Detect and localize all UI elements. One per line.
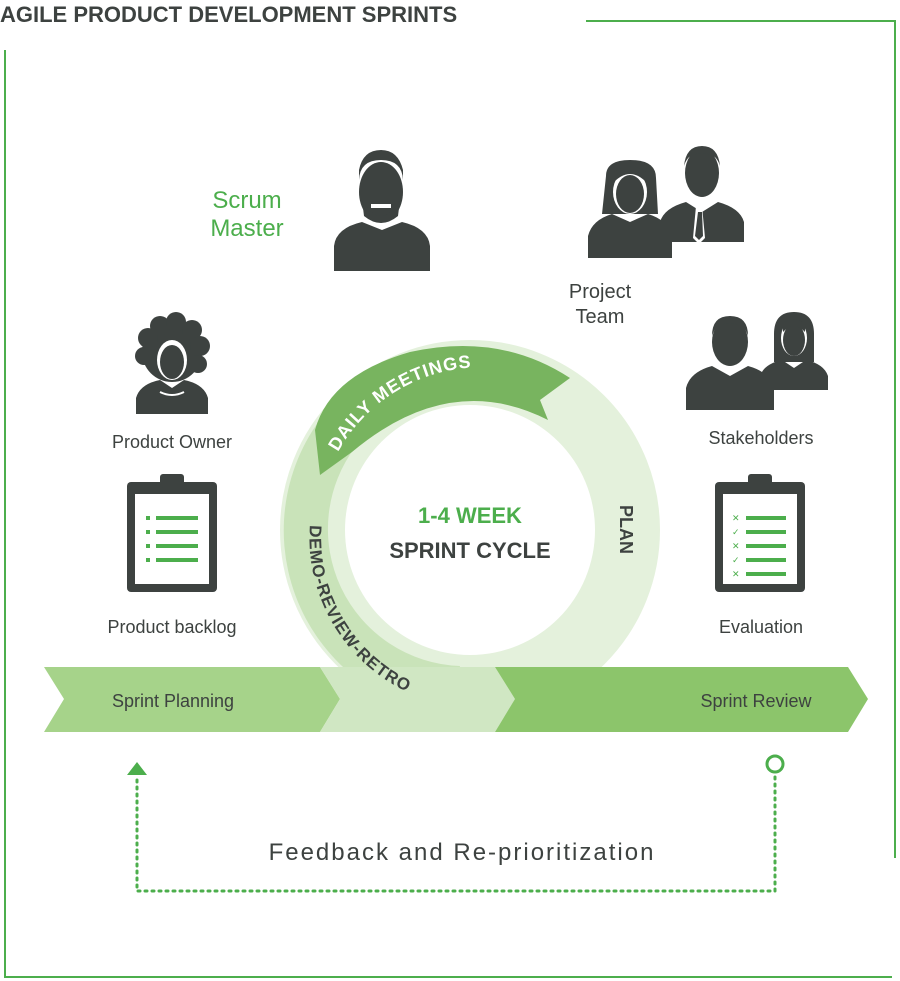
feedback-label: Feedback and Re-prioritization — [269, 839, 656, 866]
product-owner-label: Product Owner — [112, 432, 232, 452]
clipboard-checklist-icon: ✕ ✓ ✕ ✓ ✕ — [715, 474, 805, 592]
man-icon — [686, 316, 774, 410]
frame-border — [4, 20, 896, 978]
woman-icon-2 — [760, 312, 828, 390]
svg-text:✓: ✓ — [732, 527, 740, 537]
woman-icon — [588, 160, 672, 258]
svg-text:✕: ✕ — [732, 569, 740, 579]
scrum-master-label: Scrum — [212, 187, 281, 214]
cycle-center — [345, 405, 595, 655]
sprint-review-label: Sprint Review — [700, 691, 812, 711]
bearded-man-icon — [334, 150, 430, 271]
feedback-loop — [127, 754, 785, 893]
businessman-icon — [660, 146, 744, 244]
page-title: AGILE PRODUCT DEVELOPMENT SPRINTS — [0, 2, 457, 27]
project-team-label-2: Team — [576, 306, 625, 328]
circle-marker-icon — [765, 754, 785, 774]
sprint-planning-label: Sprint Planning — [112, 691, 234, 711]
svg-text:✓: ✓ — [732, 555, 740, 565]
scrum-master-label-2: Master — [210, 215, 283, 242]
cycle-duration: 1-4 WEEK — [418, 503, 522, 528]
evaluation-label: Evaluation — [719, 617, 803, 637]
stakeholders-label: Stakeholders — [708, 428, 813, 448]
sprint-cycle-ring — [280, 340, 660, 720]
svg-text:✕: ✕ — [732, 541, 740, 551]
demo-review-retro-segment — [283, 405, 460, 716]
product-backlog-label: Product backlog — [107, 617, 236, 637]
daily-meetings-segment — [315, 345, 570, 475]
arrow-up-icon — [127, 762, 147, 775]
clipboard-list-icon — [127, 474, 217, 592]
cycle-title: SPRINT CYCLE — [389, 538, 550, 563]
project-team-label: Project — [569, 281, 632, 303]
svg-text:✕: ✕ — [732, 513, 740, 523]
plan-label: PLAN — [616, 505, 636, 554]
sprint-planning-arrow — [44, 667, 340, 732]
cycle-bridge — [320, 667, 515, 732]
sprint-review-arrow — [495, 667, 868, 732]
curly-hair-person-icon — [135, 312, 210, 414]
